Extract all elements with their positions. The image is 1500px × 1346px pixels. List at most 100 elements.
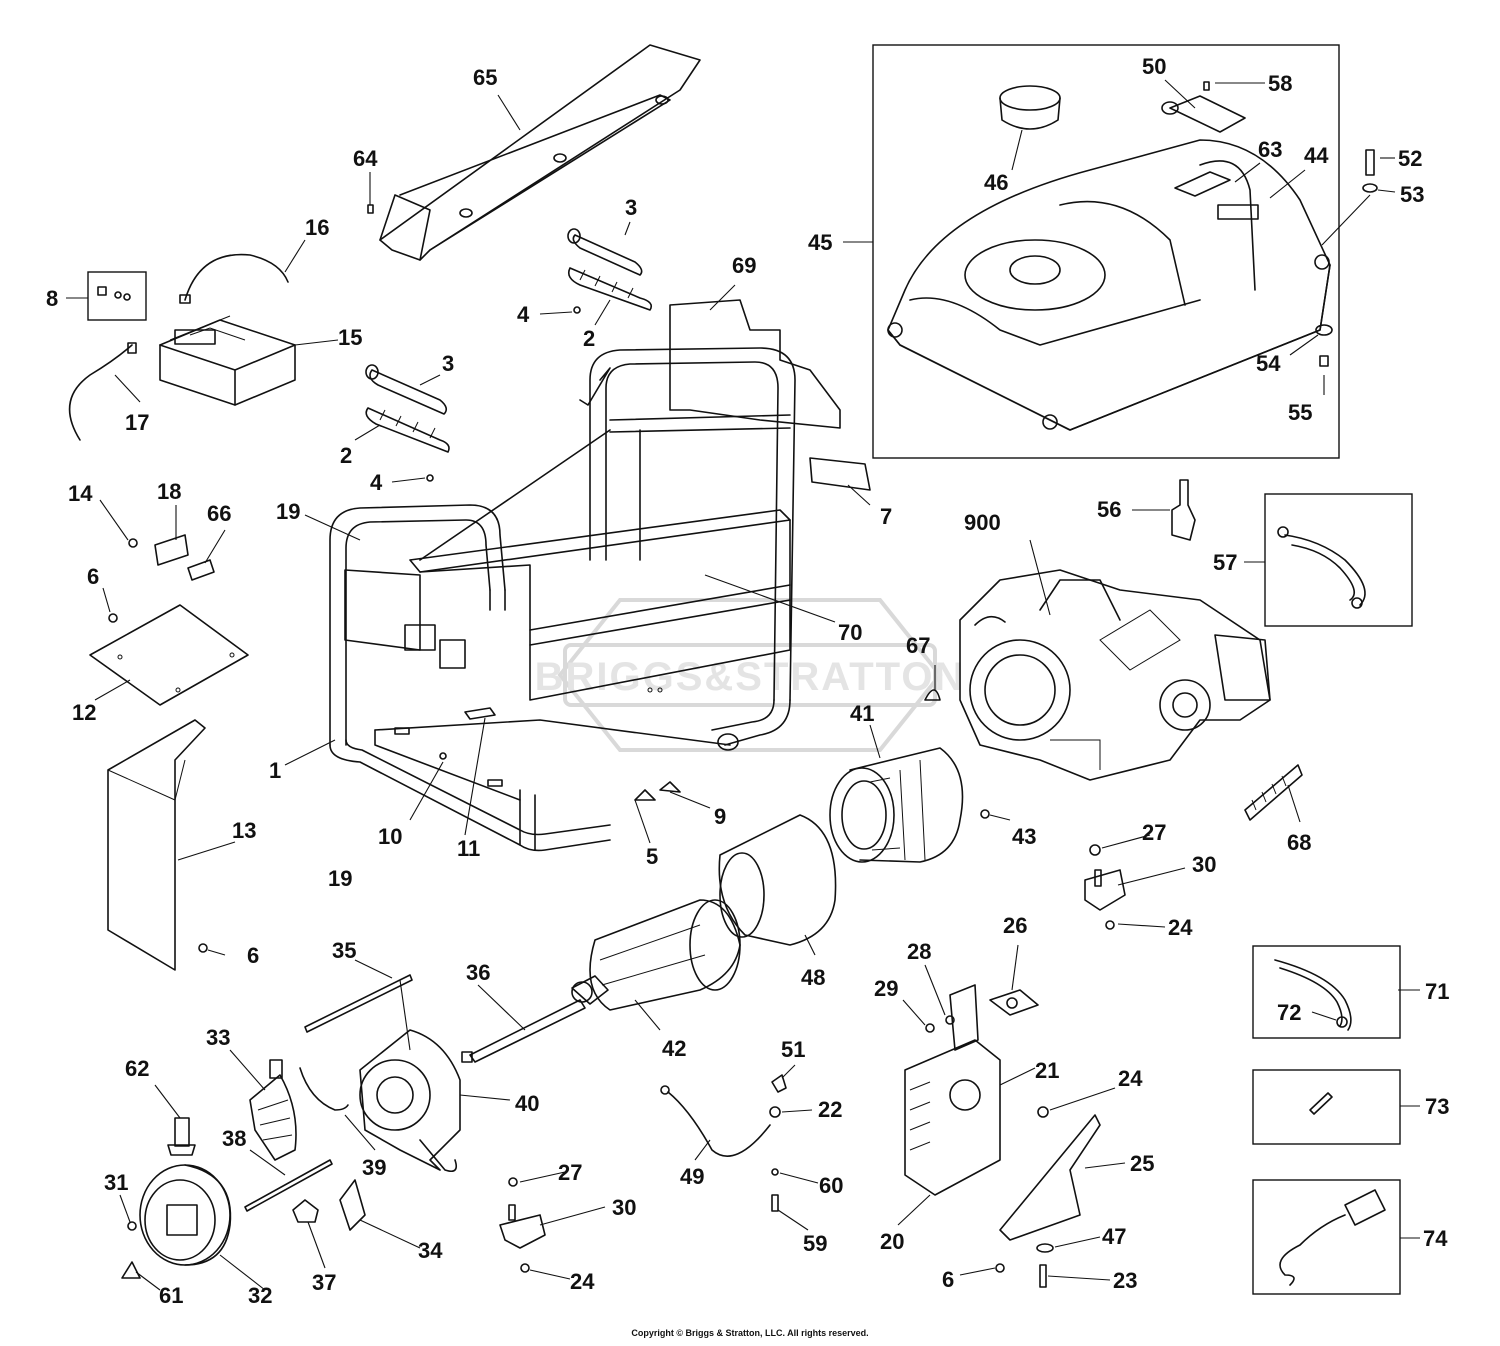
label-10: 10 (378, 824, 402, 849)
gasket-67 (924, 689, 941, 701)
hose-71 (1274, 959, 1352, 1031)
heat-shield (669, 299, 841, 429)
label-35: 35 (332, 938, 356, 963)
label-27-lower: 27 (558, 1160, 582, 1185)
screw-31 (127, 1221, 137, 1231)
fuel-cap (999, 85, 1061, 130)
label-26: 26 (1003, 913, 1027, 938)
bolt-23 (1039, 1264, 1047, 1288)
label-37: 37 (312, 1270, 336, 1295)
label-49: 49 (680, 1164, 704, 1189)
washer-43 (980, 809, 990, 819)
end-housing (359, 1029, 461, 1173)
fuel-tank-assembly-box (872, 44, 1340, 459)
label-19-upper: 19 (276, 499, 300, 524)
label-71: 71 (1425, 979, 1449, 1004)
handle-grip-lower (365, 364, 450, 453)
wing-nut-51 (771, 1074, 787, 1093)
label-29: 29 (874, 976, 898, 1001)
washer-53 (1362, 183, 1378, 193)
label-22: 22 (818, 1097, 842, 1122)
screw-4-lower (426, 474, 434, 482)
brush-assembly (249, 1059, 297, 1161)
watermark-logo: BRIGGS&STRATTON (535, 598, 966, 752)
battery-cable-16 (184, 253, 289, 301)
label-8: 8 (46, 286, 58, 311)
label-32: 32 (248, 1283, 272, 1308)
label-43: 43 (1012, 824, 1036, 849)
label-15: 15 (338, 325, 362, 350)
spring-68 (1244, 764, 1303, 821)
label-62: 62 (125, 1056, 149, 1081)
label-57: 57 (1213, 550, 1237, 575)
label-27-upper: 27 (1142, 820, 1166, 845)
cable-17-terminal (127, 342, 137, 354)
label-900: 900 (964, 510, 1001, 535)
label-41: 41 (850, 701, 874, 726)
label-48: 48 (801, 965, 825, 990)
rotor (571, 899, 741, 1011)
label-28: 28 (907, 939, 931, 964)
bracket-37 (292, 1199, 319, 1223)
label-66 (187, 559, 215, 581)
label-38: 38 (222, 1126, 246, 1151)
watermark-text: BRIGGS&STRATTON (535, 655, 966, 699)
fuel-valve (1171, 479, 1196, 541)
handle-grip-upper (567, 228, 653, 311)
label-13: 13 (232, 818, 256, 843)
bracket-25 (999, 1114, 1101, 1241)
label-74: 74 (1423, 1226, 1448, 1251)
label-17: 17 (125, 410, 149, 435)
fuel-tank (887, 139, 1331, 431)
label-31: 31 (104, 1170, 128, 1195)
cable-16-terminal (179, 294, 191, 304)
fuse-73 (1309, 1092, 1333, 1115)
label-58: 58 (1268, 71, 1292, 96)
label-16: 16 (305, 215, 329, 240)
rod-35 (304, 974, 413, 1033)
label-18: 18 (157, 479, 181, 504)
fuel-gauge (1161, 95, 1246, 133)
label-40: 40 (515, 1091, 539, 1116)
screw-64 (367, 204, 374, 214)
label-1: 1 (269, 758, 281, 783)
label-3-upper: 3 (625, 195, 637, 220)
label-61: 61 (159, 1283, 183, 1308)
label-30-lower: 30 (612, 1195, 636, 1220)
label-6-bracket: 6 (942, 1267, 954, 1292)
label-68: 68 (1287, 830, 1311, 855)
terminal-block-34 (339, 1179, 366, 1231)
label-20: 20 (880, 1229, 904, 1254)
label-73: 73 (1425, 1094, 1449, 1119)
label-11: 11 (457, 836, 480, 861)
label-33: 33 (206, 1025, 230, 1050)
label-39: 39 (362, 1155, 386, 1180)
muffler (904, 984, 1001, 1196)
label-4-lower: 4 (370, 470, 383, 495)
frame (329, 347, 796, 852)
gasket-26 (989, 989, 1039, 1016)
screw-4-upper (573, 306, 581, 314)
label-66: 66 (207, 501, 231, 526)
washer-47 (1036, 1243, 1054, 1253)
ground-wire-49 (667, 1091, 771, 1157)
label-14: 14 (68, 481, 93, 506)
label-4-upper: 4 (517, 302, 530, 327)
label-45: 45 (808, 230, 832, 255)
label-47: 47 (1102, 1224, 1126, 1249)
plate-12 (89, 604, 249, 706)
wire-39 (299, 1067, 349, 1111)
screw-59 (771, 1194, 779, 1212)
nut-24-muffler (1037, 1106, 1049, 1118)
label-36: 36 (466, 960, 490, 985)
label-12: 12 (72, 700, 96, 725)
hardware-8 (97, 286, 131, 301)
label-19-lower: 19 (328, 866, 352, 891)
grommet-54 (1315, 324, 1333, 336)
panel-13 (107, 719, 206, 971)
label-69: 69 (732, 253, 756, 278)
label-72: 72 (1277, 1000, 1301, 1025)
copyright-notice: Copyright © Briggs & Stratton, LLC. All … (631, 1328, 869, 1338)
charger-74 (1279, 1189, 1386, 1286)
